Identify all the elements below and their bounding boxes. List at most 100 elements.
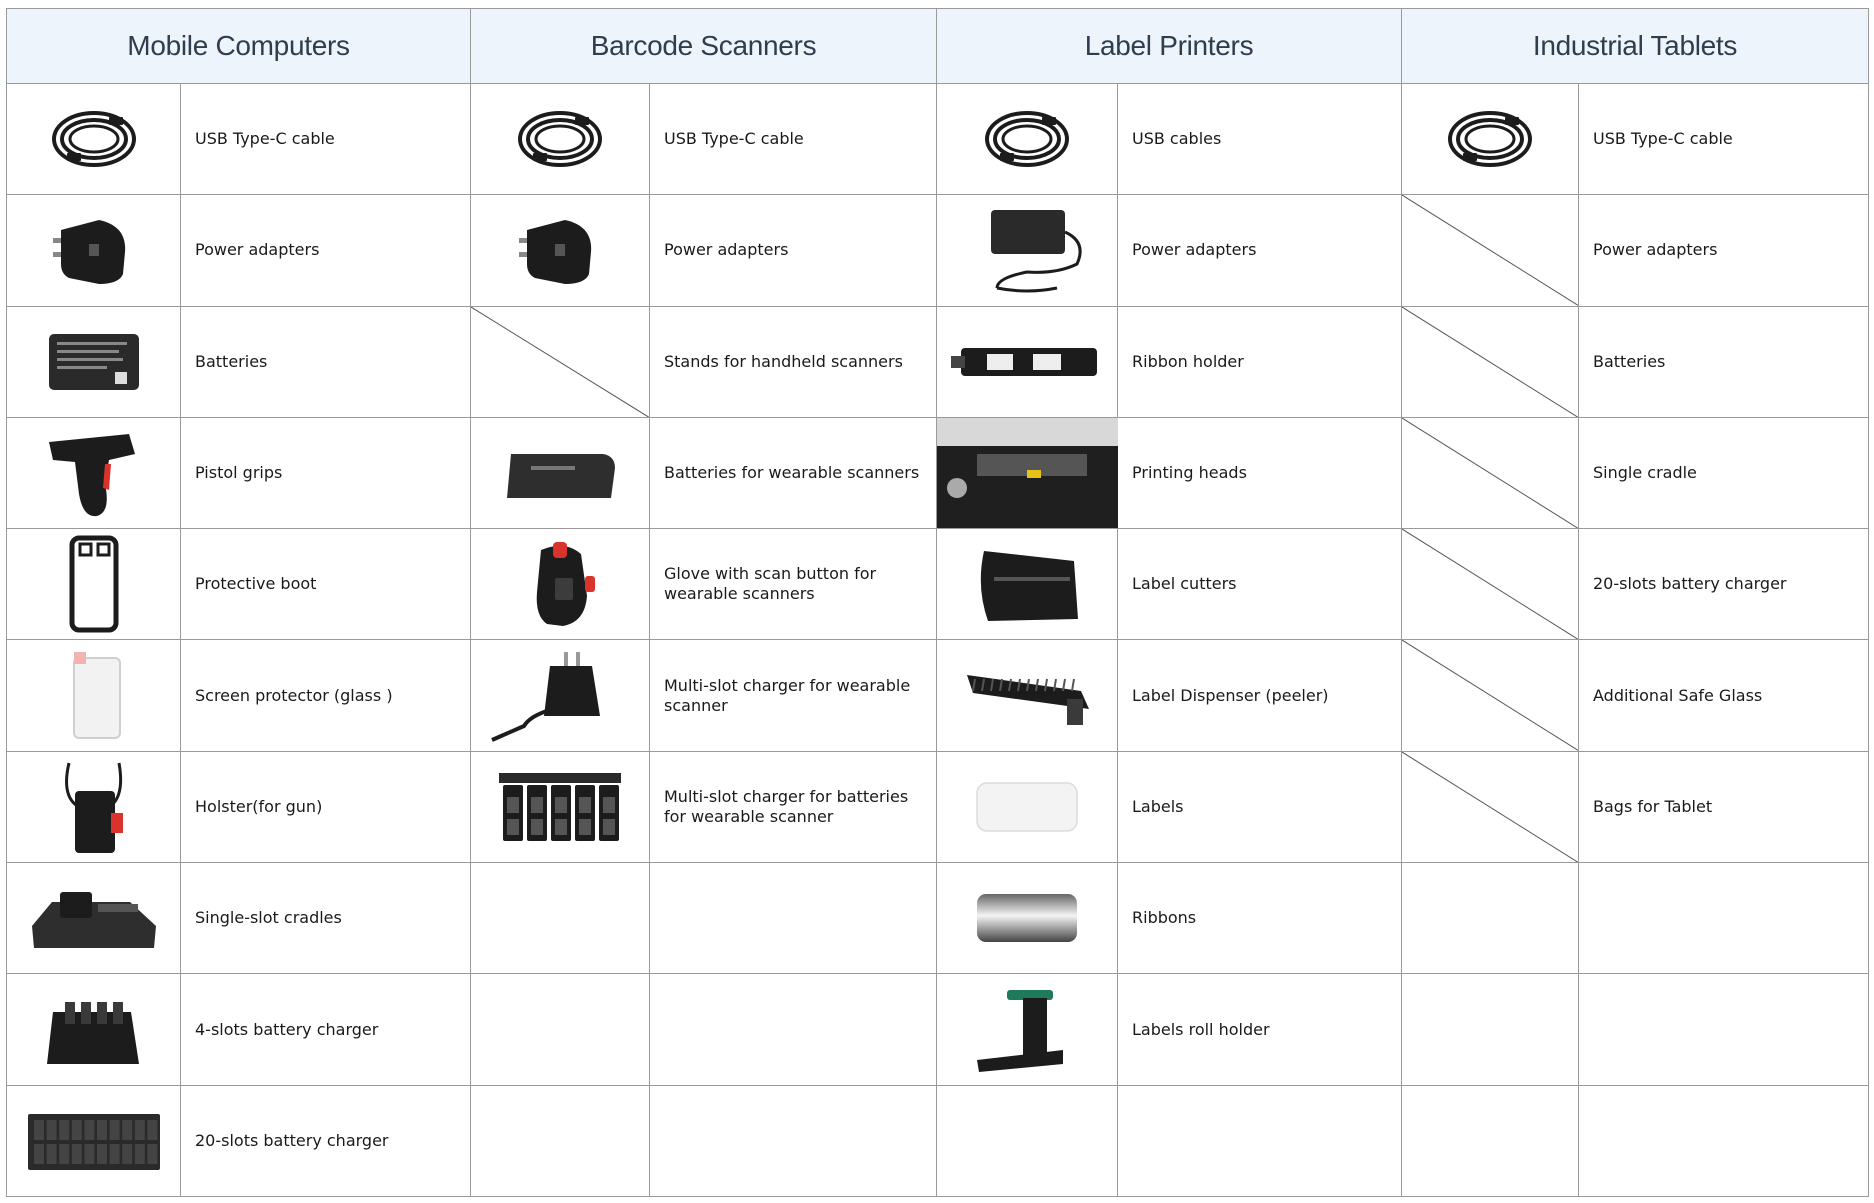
barcode-scanners-empty-cell xyxy=(649,973,937,1086)
holster-icon xyxy=(7,757,180,857)
label-printers-item-label: Power adapters xyxy=(1117,194,1402,307)
item-label: Single cradle xyxy=(1593,463,1697,483)
mobile-computers-item-label: Screen protector (glass ) xyxy=(180,639,471,752)
label-printers-image-cell xyxy=(936,750,1118,864)
item-label: 20-slots battery charger xyxy=(195,1130,389,1150)
barcode-scanners-image-cell xyxy=(470,305,650,418)
barcode-scanners-item-label: Glove with scan button for wearable scan… xyxy=(649,528,937,641)
table-row: Protective boot Glove with scan button f… xyxy=(6,528,1869,641)
barcode-scanners-empty-cell xyxy=(649,1084,937,1198)
barcode-scanners-item-label: Power adapters xyxy=(649,194,937,307)
item-label: USB Type-C cable xyxy=(1593,129,1733,149)
label-printers-image-cell xyxy=(936,194,1118,307)
item-label: Labels xyxy=(1132,796,1184,816)
table-row: 4-slots battery charger Labels roll hold… xyxy=(6,973,1869,1086)
power-adapter-icon xyxy=(7,208,180,292)
label-printers-image-cell xyxy=(936,416,1118,530)
industrial-tablets-image-cell xyxy=(1401,416,1579,530)
item-label: USB Type-C cable xyxy=(664,129,804,149)
not-applicable-diagonal xyxy=(1402,195,1578,305)
industrial-tablets-image-cell xyxy=(1401,528,1579,641)
label-printers-item-label: Ribbons xyxy=(1117,862,1402,975)
item-label: Batteries xyxy=(195,351,268,371)
item-label: Printing heads xyxy=(1132,463,1247,483)
label-printers-image-cell xyxy=(936,528,1118,641)
mobile-computers-item-label: USB Type-C cable xyxy=(180,82,471,196)
table-row: Power adapters Power adapters Power adap… xyxy=(6,194,1869,307)
not-applicable-diagonal xyxy=(1402,307,1578,417)
not-applicable-diagonal xyxy=(1402,752,1578,862)
item-label: Additional Safe Glass xyxy=(1593,685,1763,705)
mobile-computers-item-label: Batteries xyxy=(180,305,471,418)
usb-cable-icon xyxy=(937,97,1117,181)
printing-head-icon xyxy=(937,418,1118,529)
table-row: USB Type-C cable USB Type-C cable USB ca… xyxy=(6,82,1869,196)
table-row: Holster(for gun) Multi-slot charger for … xyxy=(6,750,1869,864)
item-label: Power adapters xyxy=(664,240,789,260)
twenty-slot-charger-icon xyxy=(7,1106,180,1176)
not-applicable-diagonal xyxy=(1402,640,1578,750)
table-row: Pistol grips Batteries for wearable scan… xyxy=(6,416,1869,530)
label-printers-item-label: Ribbon holder xyxy=(1117,305,1402,418)
wearable-battery-icon xyxy=(471,438,649,508)
barcode-scanners-image-cell xyxy=(470,194,650,307)
item-label: Multi-slot charger for wearable scanner xyxy=(664,675,911,715)
label-printers-empty-cell xyxy=(936,1084,1118,1198)
mobile-computers-item-label: Single-slot cradles xyxy=(180,862,471,975)
pistol-grip-icon xyxy=(7,424,180,522)
usb-cable-icon xyxy=(1402,97,1578,181)
label-printers-image-cell xyxy=(936,973,1118,1086)
label-printers-item-label: Label cutters xyxy=(1117,528,1402,641)
mobile-computers-item-label: Power adapters xyxy=(180,194,471,307)
mobile-computers-image-cell xyxy=(6,973,181,1086)
mobile-computers-image-cell xyxy=(6,750,181,864)
industrial-tablets-image-cell xyxy=(1401,639,1579,752)
item-label: Glove with scan button for wearable scan… xyxy=(664,564,877,604)
mobile-computers-image-cell xyxy=(6,528,181,641)
barcode-scanners-item-label: USB Type-C cable xyxy=(649,82,937,196)
item-label: Label cutters xyxy=(1132,574,1237,594)
item-label: 4-slots battery charger xyxy=(195,1019,379,1039)
table-row: 20-slots battery charger xyxy=(6,1084,1869,1198)
mobile-computers-image-cell xyxy=(6,194,181,307)
scan-glove-icon xyxy=(471,536,649,632)
not-applicable-diagonal xyxy=(1402,529,1578,639)
item-label: Multi-slot charger for batteries for wea… xyxy=(664,786,909,826)
battery-rack-icon xyxy=(471,767,649,847)
mobile-computers-item-label: Pistol grips xyxy=(180,416,471,530)
label-printers-item-label: Printing heads xyxy=(1117,416,1402,530)
industrial-tablets-empty-cell xyxy=(1578,973,1869,1086)
barcode-scanners-empty-cell xyxy=(470,973,650,1086)
mobile-computers-image-cell xyxy=(6,416,181,530)
item-label: Single-slot cradles xyxy=(195,908,342,928)
table-row: Screen protector (glass ) Multi-slot cha… xyxy=(6,639,1869,752)
item-label: Stands for handheld scanners xyxy=(664,351,903,371)
industrial-tablets-empty-cell xyxy=(1401,862,1579,975)
protective-boot-icon xyxy=(7,534,180,634)
table-row: Batteries Stands for handheld scanners Ri… xyxy=(6,305,1869,418)
barcode-scanners-image-cell xyxy=(470,416,650,530)
header-label-printers: Label Printers xyxy=(936,8,1402,84)
item-label: Batteries xyxy=(1593,351,1666,371)
item-label: Labels roll holder xyxy=(1132,1019,1270,1039)
item-label: USB cables xyxy=(1132,129,1222,149)
barcode-scanners-empty-cell xyxy=(470,862,650,975)
mobile-computers-item-label: Protective boot xyxy=(180,528,471,641)
barcode-scanners-item-label: Batteries for wearable scanners xyxy=(649,416,937,530)
barcode-scanners-image-cell xyxy=(470,639,650,752)
not-applicable-diagonal xyxy=(471,307,649,417)
ribbon-holder-icon xyxy=(937,332,1117,392)
industrial-tablets-image-cell xyxy=(1401,82,1579,196)
item-label: Pistol grips xyxy=(195,463,283,483)
item-label: Power adapters xyxy=(1132,240,1257,260)
single-cradle-icon xyxy=(7,876,180,960)
wall-charger-icon xyxy=(471,646,649,746)
label-printers-item-label: Labels roll holder xyxy=(1117,973,1402,1086)
mobile-computers-image-cell xyxy=(6,305,181,418)
item-label: Power adapters xyxy=(195,240,320,260)
industrial-tablets-item-label: Batteries xyxy=(1578,305,1869,418)
barcode-scanners-empty-cell xyxy=(649,862,937,975)
barcode-scanners-image-cell xyxy=(470,528,650,641)
mobile-computers-item-label: Holster(for gun) xyxy=(180,750,471,864)
roll-holder-icon xyxy=(937,980,1117,1080)
